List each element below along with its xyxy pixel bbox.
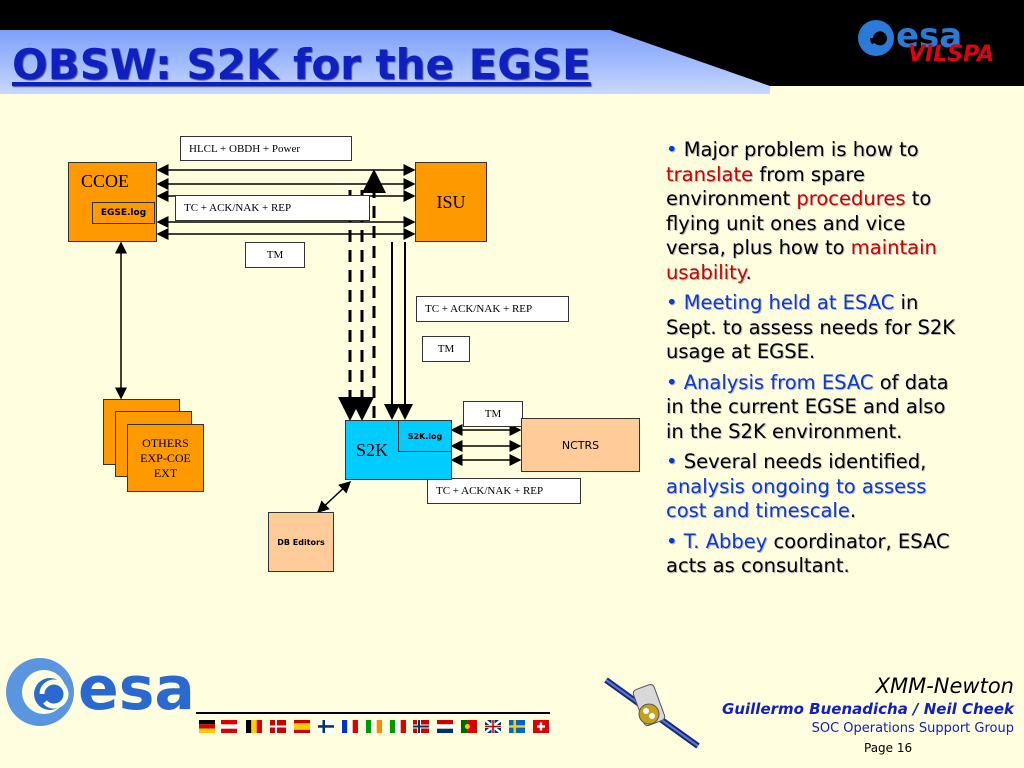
esa-vilspa-logo: esa VILSPA xyxy=(856,12,1016,72)
isu-box: ISU xyxy=(415,162,487,242)
vilspa-logo-text: VILSPA xyxy=(908,42,995,67)
s2k-db-arrow xyxy=(316,480,352,514)
egse-log-box: EGSE.log xyxy=(92,202,155,224)
bullet-item: • T. Abbey coordinator, ESAC acts as con… xyxy=(666,529,950,578)
flag-denmark-icon xyxy=(270,720,286,733)
flag-sweden-icon xyxy=(509,720,525,733)
bullet-dot-icon: • xyxy=(666,370,684,394)
esa-logo-text: esa xyxy=(896,16,963,56)
nctrs-label: NCTRS xyxy=(561,438,600,452)
label-tc-ack-3: TC + ACK/NAK + REP xyxy=(427,478,581,504)
label-tm-3: TM xyxy=(463,401,523,427)
footer-mission: XMM-Newton xyxy=(875,674,1014,698)
s2k-label: S2K xyxy=(356,439,389,460)
label-tc-ack-1: TC + ACK/NAK + REP xyxy=(175,195,370,221)
nctrs-box: NCTRS xyxy=(521,418,640,472)
flag-united-kingdom-icon xyxy=(485,720,501,733)
esa-footer-logo: esa xyxy=(4,652,204,732)
bullet-item: • Several needs identified, analysis ong… xyxy=(666,450,927,522)
db-editors-label: DB Editors xyxy=(277,537,325,547)
flag-ireland-icon xyxy=(366,720,382,733)
s2k-log-box: S2K.log xyxy=(398,420,452,452)
esa-footer-logo-text: esa xyxy=(78,654,195,724)
footer-page-number: Page 16 xyxy=(864,741,913,755)
db-editors-box: DB Editors xyxy=(268,512,334,572)
bullet-dot-icon: • xyxy=(666,138,684,161)
others-line-1: OTHERS xyxy=(142,435,189,450)
label-tc-ack-2: TC + ACK/NAK + REP xyxy=(416,296,569,322)
bullet-dot-icon: • xyxy=(666,291,684,314)
bullet-item: • Analysis from ESAC of data in the curr… xyxy=(666,370,949,443)
isu-label: ISU xyxy=(436,191,466,212)
flag-germany-icon xyxy=(199,720,215,733)
esa-globe-icon xyxy=(858,20,894,56)
footer-divider xyxy=(196,712,550,714)
flag-netherlands-icon xyxy=(437,720,453,733)
footer-authors: Guillermo Buenadicha / Neil Cheek xyxy=(722,700,1014,718)
s2k-log-label: S2K.log xyxy=(407,431,443,441)
others-box: OTHERS EXP-COE EXT xyxy=(127,424,204,492)
bullet-list: • Major problem is how to translate from… xyxy=(666,138,966,585)
label-tm-1: TM xyxy=(245,242,305,268)
flag-portugal-icon xyxy=(461,720,477,733)
bullet-item: • Meeting held at ESAC in Sept. to asses… xyxy=(666,291,956,363)
footer-group: SOC Operations Support Group xyxy=(811,721,1014,736)
bullet-item: • Major problem is how to translate from… xyxy=(666,138,937,284)
label-tm-2: TM xyxy=(422,336,470,362)
flag-italy-icon xyxy=(390,720,406,733)
others-line-2: EXP-COE xyxy=(140,450,191,465)
ccoe-label: CCOE xyxy=(81,171,130,191)
flag-switzerland-icon xyxy=(533,720,549,733)
page-title: OBSW: S2K for the EGSE xyxy=(12,40,591,89)
flag-belgium-icon xyxy=(246,720,262,733)
flag-france-icon xyxy=(342,720,358,733)
bullet-dot-icon: • xyxy=(666,450,684,473)
xmm-satellite-icon xyxy=(604,677,700,749)
others-line-3: EXT xyxy=(153,465,178,480)
flag-austria-icon xyxy=(221,720,237,733)
label-hlcl: HLCL + OBDH + Power xyxy=(180,136,352,161)
bullet-dot-icon: • xyxy=(666,529,684,553)
flag-finland-icon xyxy=(318,720,334,733)
flag-norway-icon xyxy=(413,720,429,733)
flag-spain-icon xyxy=(294,720,310,733)
egse-log-label: EGSE.log xyxy=(100,208,147,218)
esa-globe-icon xyxy=(6,658,74,726)
